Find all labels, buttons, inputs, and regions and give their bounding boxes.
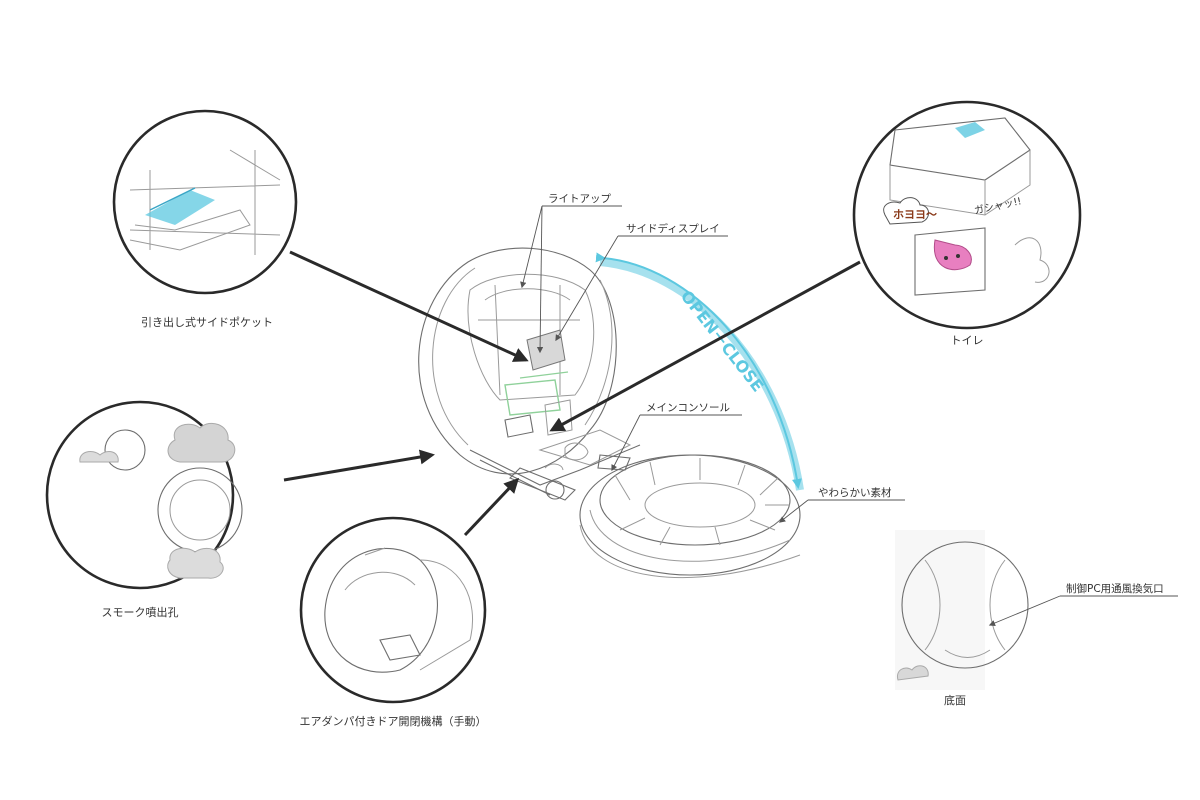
light-up-callout: ライトアップ — [548, 193, 611, 205]
smoke-detail — [45, 400, 243, 590]
callout-leaders — [520, 205, 1178, 626]
pocket-detail — [112, 109, 298, 295]
open-close-text: OPEN－CLOSE — [677, 287, 768, 396]
toilet-caption: トイレ — [950, 334, 984, 347]
bottom-caption: 底面 — [944, 694, 966, 707]
pocket-caption: 引き出し式サイドポケット — [141, 316, 273, 329]
open-close-arrow — [595, 252, 804, 491]
main-pod-sketch — [418, 247, 801, 578]
side-display-callout: サイドディスプレイ — [626, 223, 720, 235]
smoke-caption: スモーク噴出孔 — [101, 606, 179, 619]
toilet-sound-text: ホヨヨ～ — [893, 208, 937, 221]
bottom-view-detail — [895, 530, 1029, 690]
door-detail — [299, 516, 487, 704]
vent-callout: 制御PC用通風換気口 — [1066, 583, 1164, 595]
toilet-detail — [852, 100, 1082, 330]
main-console-callout: メインコンソール — [646, 402, 730, 414]
door-caption: エアダンパ付きドア開閉機構（手動） — [299, 715, 487, 728]
soft-material-callout: やわらかい素材 — [818, 487, 892, 499]
detail-arrows — [283, 250, 861, 537]
